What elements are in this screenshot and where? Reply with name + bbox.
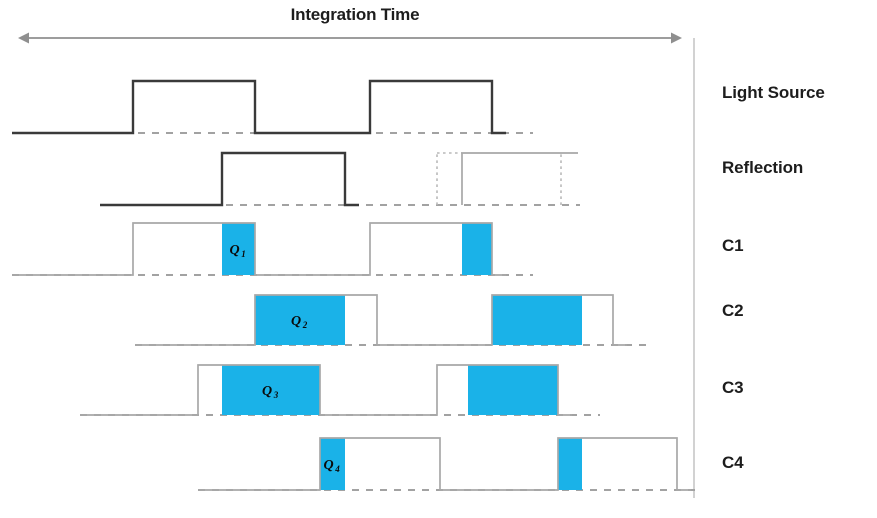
waveform-reflection (100, 151, 359, 207)
charge-label-sub-c1-0: 1 (241, 249, 246, 259)
charge-label-sub-c2-0: 2 (302, 320, 308, 330)
row-label-light-source: Light Source (722, 83, 825, 102)
charge-block-c2-1 (492, 295, 582, 345)
charge-label-sub-c4-0: 4 (334, 464, 340, 474)
row-label-c3: C3 (722, 378, 744, 397)
charge-block-c2-0 (255, 295, 345, 345)
row-label-c2: C2 (722, 301, 744, 320)
charge-block-c3-0 (222, 365, 320, 415)
waveform-c3 (80, 364, 572, 416)
row-label-c4: C4 (722, 453, 744, 472)
signal-row-reflection: Reflection (100, 151, 803, 207)
charge-block-c4-1 (558, 438, 582, 490)
waveform-c2 (135, 294, 627, 346)
arrow-head-right-icon (671, 32, 682, 44)
signal-row-light-source: Light Source (12, 79, 825, 135)
ghost-solid-reflection-0 (461, 152, 578, 205)
charge-block-c3-1 (468, 365, 558, 415)
row-label-c1: C1 (722, 236, 744, 255)
arrow-head-left-icon (18, 32, 29, 44)
charge-label-sub-c3-0: 3 (273, 390, 279, 400)
charge-block-c4-0 (320, 438, 345, 490)
charge-label-c4-0: Q (323, 458, 333, 473)
waveform-light-source (12, 79, 506, 135)
charge-label-c1-0: Q (229, 243, 239, 258)
charge-label-c2-0: Q (291, 314, 301, 329)
row-label-reflection: Reflection (722, 158, 803, 177)
charge-block-c1-1 (462, 223, 492, 275)
diagram-title: Integration Time (291, 5, 420, 24)
waveform-c4 (198, 437, 691, 491)
charge-label-c3-0: Q (262, 384, 272, 399)
charge-block-c1-0 (222, 223, 255, 275)
waveform-c1 (12, 222, 506, 276)
integration-time-arrow-group: Integration Time (18, 5, 682, 44)
